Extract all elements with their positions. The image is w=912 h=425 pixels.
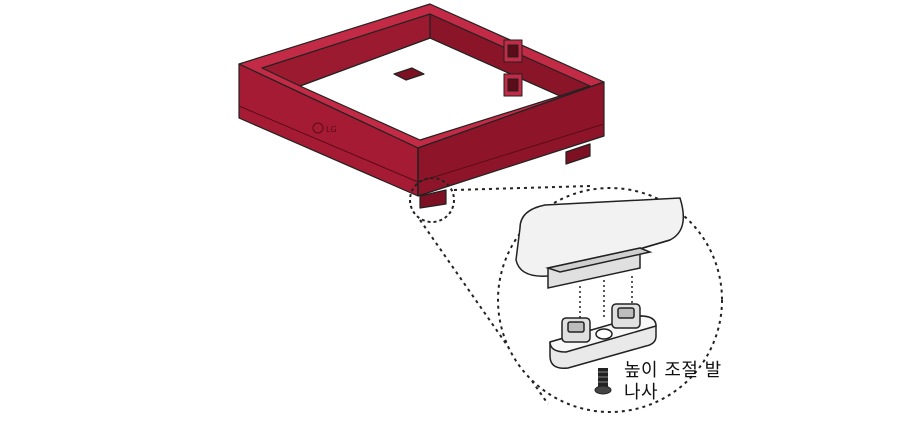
brand-logo-icon: [312, 122, 324, 134]
rear-bracket: [503, 39, 523, 97]
adjustable-foot: [549, 303, 657, 369]
detail-cabinet-corner: [515, 197, 685, 289]
pedestal-frame: [238, 3, 605, 209]
callout-label-line-1: 높이 조절 발: [624, 360, 722, 381]
callout-label-line-2: 나사: [624, 382, 659, 403]
foot-right: [565, 143, 591, 165]
inner-foot: [393, 67, 425, 81]
zoom-source-circle: [409, 177, 455, 223]
zoom-connector-bottom: [419, 219, 549, 405]
foot-front: [419, 189, 447, 209]
screw-icon: [594, 368, 612, 395]
brand-logo-text: LG: [326, 125, 337, 134]
zoom-connector-top: [453, 185, 591, 191]
callout-label: 높이 조절 발 나사: [624, 360, 722, 404]
alignment-lines: [579, 276, 633, 322]
